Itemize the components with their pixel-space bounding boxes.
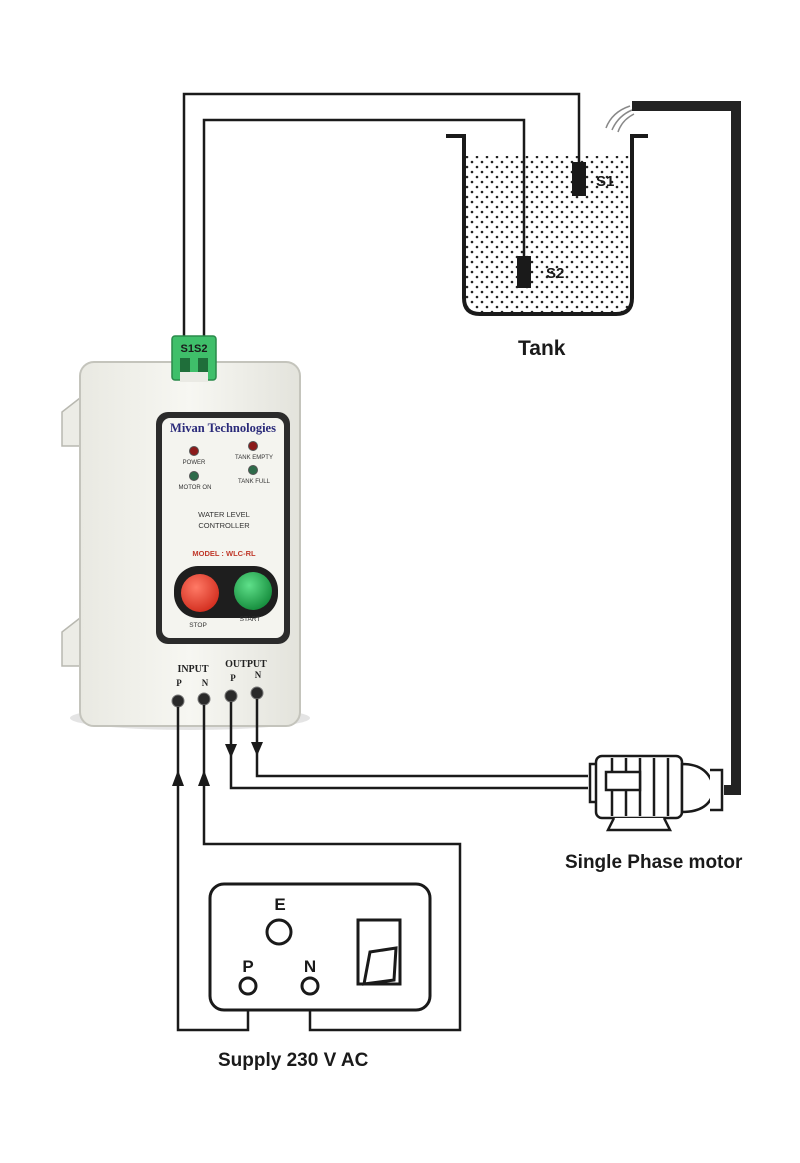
mount-clip-bottom xyxy=(61,616,81,667)
pipe xyxy=(632,101,741,795)
tank: S1 S2 Tank xyxy=(446,134,648,360)
wire-output-n xyxy=(255,699,588,778)
start-label: START xyxy=(240,616,261,623)
model-label: MODEL : WLC-RL xyxy=(192,549,256,558)
motor-label: Single Phase motor xyxy=(565,852,743,873)
socket-neutral-label: N xyxy=(304,957,316,976)
sensor-s1 xyxy=(572,162,586,196)
controller-title-line2: CONTROLLER xyxy=(198,521,250,530)
sensor-s2 xyxy=(517,256,531,288)
wire-s1 xyxy=(182,92,581,340)
led-power-label: POWER xyxy=(183,460,206,466)
led-tank-empty-icon xyxy=(248,441,258,451)
supply-socket: E P N xyxy=(208,882,432,1012)
led-tank-full-label: TANK FULL xyxy=(238,479,271,485)
wire-output-p xyxy=(229,702,588,790)
tank-water xyxy=(464,156,630,312)
tank-outline xyxy=(446,134,648,316)
led-motor-on-icon xyxy=(189,471,199,481)
output-n-label: N xyxy=(255,670,262,680)
stop-button[interactable] xyxy=(181,574,219,612)
connector-label: S1S2 xyxy=(181,343,208,355)
terminal-input-p xyxy=(171,694,185,708)
terminal-output-n xyxy=(250,686,264,700)
brand-label: Mivan Technologies xyxy=(170,421,276,435)
led-power-icon xyxy=(189,446,199,456)
input-p-label: P xyxy=(176,678,182,688)
start-button[interactable] xyxy=(234,572,272,610)
sensor-s1-label: S1 xyxy=(596,173,614,190)
tank-label: Tank xyxy=(518,337,566,360)
supply-label: Supply 230 V AC xyxy=(218,1050,369,1071)
led-motor-on-label: MOTOR ON xyxy=(179,485,212,491)
wire-input-n xyxy=(202,705,462,1032)
controller: Mivan Technologies POWER TANK EMPTY MOTO… xyxy=(61,361,310,730)
motor-icon xyxy=(588,754,724,832)
stop-label: STOP xyxy=(189,622,207,629)
terminal-input-n xyxy=(197,692,211,706)
socket-earth-label: E xyxy=(274,895,285,914)
terminal-output-p xyxy=(224,689,238,703)
socket-phase-pin xyxy=(238,976,258,996)
socket-neutral-pin xyxy=(300,976,320,996)
led-tank-empty-label: TANK EMPTY xyxy=(235,455,273,461)
output-wires xyxy=(225,699,588,790)
socket-phase-label: P xyxy=(242,957,253,976)
connector: S1S2 xyxy=(171,335,217,382)
output-label: OUTPUT xyxy=(225,659,267,670)
mount-clip-top xyxy=(61,396,81,447)
socket-earth-pin xyxy=(265,918,293,946)
input-n-label: N xyxy=(202,678,209,688)
input-label: INPUT xyxy=(177,664,208,675)
sensor-s2-label: S2 xyxy=(546,265,564,282)
controller-title-line1: WATER LEVEL xyxy=(198,510,250,519)
wire-s2 xyxy=(202,118,526,340)
socket-switch-icon xyxy=(356,918,402,986)
output-p-label: P xyxy=(230,673,236,683)
led-tank-full-icon xyxy=(248,465,258,475)
sensor-wires xyxy=(182,92,581,340)
water-outlet-icon xyxy=(605,105,635,133)
